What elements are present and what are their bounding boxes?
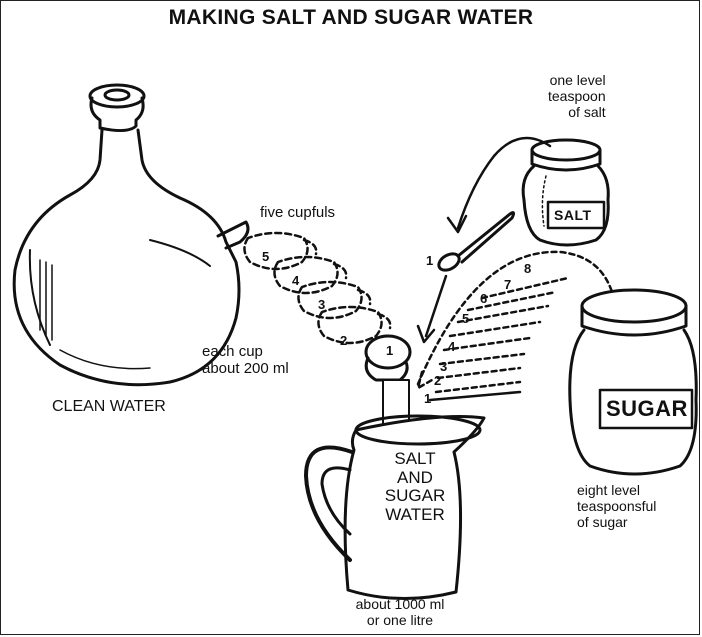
- water-bottle: [14, 85, 248, 385]
- cup-number: 4: [292, 274, 299, 289]
- jug-label-line-4: WATER: [370, 506, 460, 525]
- sugar-spoon-number: 8: [524, 262, 531, 277]
- sugar-spoon-number: 6: [480, 292, 487, 307]
- sugar-amount-line-2: teaspoonsful: [577, 498, 656, 514]
- cup-volume-line-1: each cup: [202, 343, 289, 360]
- sugar-spoon-number: 3: [440, 360, 447, 375]
- diagram-title: MAKING SALT AND SUGAR WATER: [0, 6, 702, 30]
- salt-jar: [523, 140, 608, 245]
- clean-water-label: CLEAN WATER: [52, 398, 166, 416]
- sugar-amount-label: eight level teaspoonsful of sugar: [577, 482, 656, 530]
- sugar-jar: [570, 290, 696, 474]
- cup-volume-label: each cup about 200 ml: [202, 343, 289, 378]
- total-volume-line-2: or one litre: [330, 612, 470, 628]
- five-cupfuls-label: five cupfuls: [260, 204, 335, 221]
- cup-number: 1: [386, 344, 393, 359]
- total-volume-line-1: about 1000 ml: [330, 596, 470, 612]
- sugar-spoon-number: 5: [462, 312, 469, 327]
- salt-amount-line-3: of salt: [548, 104, 606, 120]
- cup-number: 2: [340, 334, 347, 349]
- total-volume-label: about 1000 ml or one litre: [330, 596, 470, 628]
- sugar-amount-line-3: of sugar: [577, 514, 656, 530]
- sugar-spoon-number: 1: [424, 392, 431, 407]
- cup-volume-line-2: about 200 ml: [202, 360, 289, 377]
- jug-label-line-2: AND: [370, 469, 460, 488]
- salt-spoon: [436, 213, 514, 274]
- jug-label: SALT AND SUGAR WATER: [370, 450, 460, 525]
- jug-label-line-3: SUGAR: [370, 487, 460, 506]
- salt-amount-line-2: teaspoon: [548, 88, 606, 104]
- salt-spoon-number: 1: [426, 254, 433, 269]
- salt-amount-label: one level teaspoon of salt: [548, 72, 606, 120]
- sugar-amount-line-1: eight level: [577, 482, 656, 498]
- sugar-spoon-number: 4: [448, 340, 455, 355]
- sugar-jar-label: SUGAR: [606, 396, 688, 421]
- sugar-spoon-number: 7: [504, 278, 511, 293]
- sugar-spoon-number: 2: [434, 374, 441, 389]
- jug-label-line-1: SALT: [370, 450, 460, 469]
- salt-jar-label: SALT: [554, 207, 592, 223]
- salt-amount-line-1: one level: [548, 72, 606, 88]
- cup-number: 5: [262, 250, 269, 265]
- cup-number: 3: [318, 298, 325, 313]
